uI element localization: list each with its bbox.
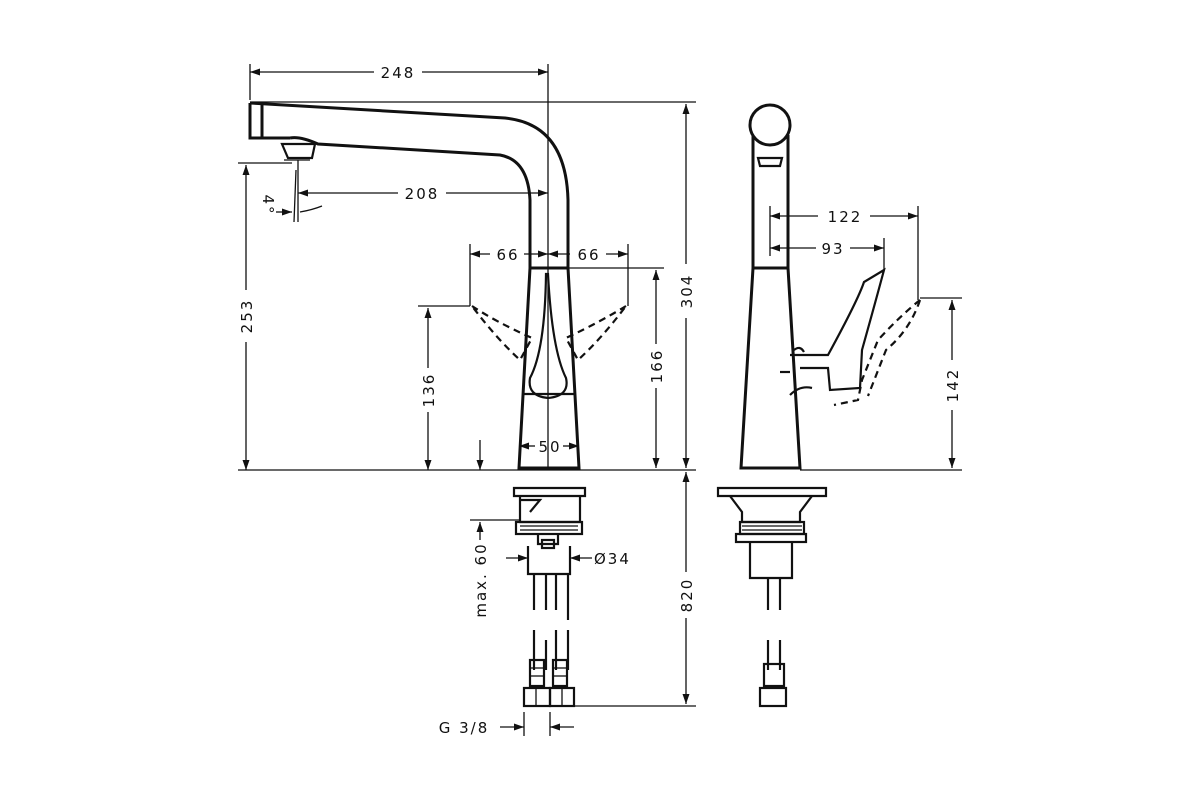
dim-93: 93	[821, 240, 844, 258]
dim-820: 820	[678, 578, 696, 613]
dim-166: 166	[648, 349, 666, 384]
dim-253: 253	[238, 299, 256, 334]
dim-4-degree: 4°	[259, 194, 277, 215]
dim-248: 248	[381, 64, 416, 82]
dim-g-3-8: G 3/8	[439, 719, 490, 737]
dim-136: 136	[420, 373, 438, 408]
dim-304: 304	[678, 274, 696, 309]
dim-66-left: 66	[496, 246, 519, 264]
dimension-labels: 248 208 4° 253 304 66 66 136 166 50 122 …	[238, 64, 962, 737]
dim-50: 50	[538, 438, 561, 456]
dim-66-right: 66	[577, 246, 600, 264]
dim-max-60: max. 60	[472, 542, 490, 617]
dim-diameter-34: Ø34	[594, 550, 631, 568]
dim-208: 208	[405, 185, 440, 203]
dim-142: 142	[944, 368, 962, 403]
dimension-lines-front	[238, 64, 696, 736]
dim-122: 122	[828, 208, 863, 226]
dimension-lines-side	[769, 206, 962, 471]
side-view-faucet	[716, 103, 922, 708]
